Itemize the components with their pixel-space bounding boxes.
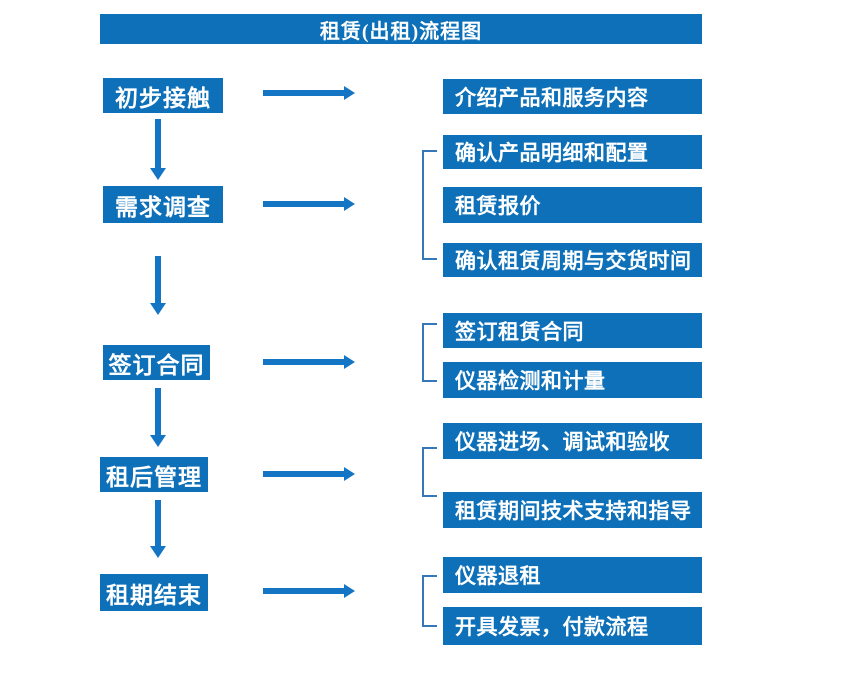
bracket-rental-end-group: [422, 575, 437, 627]
arrow-head: [344, 197, 355, 211]
detail-box-instrument-inspection: 仪器检测和计量: [443, 362, 702, 398]
step-box-post-rental-management: 租后管理: [100, 457, 208, 492]
arrow-head: [344, 86, 355, 100]
flow-title: 租赁(出租)流程图: [100, 14, 702, 44]
arrow-head: [150, 546, 166, 558]
arrow-shaft: [263, 588, 345, 594]
arrow-shaft: [263, 201, 345, 207]
down-arrow-icon-3: [150, 388, 166, 447]
right-arrow-icon-post-rental-management: [263, 467, 355, 481]
detail-box-rental-quote: 租赁报价: [443, 187, 702, 223]
arrow-shaft: [263, 359, 345, 365]
down-arrow-icon-2: [150, 256, 166, 315]
right-arrow-icon-demand-survey: [263, 197, 355, 211]
arrow-shaft: [155, 500, 161, 547]
step-box-demand-survey: 需求调查: [103, 186, 223, 223]
arrow-shaft: [155, 256, 161, 304]
arrow-head: [150, 168, 166, 180]
bracket-post-rental-group: [422, 447, 437, 497]
detail-box-intro-products-services: 介绍产品和服务内容: [443, 79, 702, 114]
step-box-rental-end: 租期结束: [100, 574, 208, 611]
arrow-shaft: [155, 119, 161, 169]
detail-box-tech-support: 租赁期间技术支持和指导: [443, 492, 702, 528]
arrow-shaft: [263, 471, 345, 477]
arrow-shaft: [263, 90, 345, 96]
arrow-head: [150, 303, 166, 315]
bracket-demand-survey-group: [422, 150, 437, 260]
detail-box-sign-rental-contract: 签订租赁合同: [443, 313, 702, 348]
arrow-shaft: [155, 388, 161, 436]
bracket-sign-contract-group: [422, 323, 437, 382]
down-arrow-icon-4: [150, 500, 166, 558]
detail-box-instrument-return: 仪器退租: [443, 557, 702, 593]
arrow-head: [150, 435, 166, 447]
right-arrow-icon-sign-contract: [263, 355, 355, 369]
arrow-head: [344, 467, 355, 481]
step-box-initial-contact: 初步接触: [103, 78, 223, 113]
arrow-head: [344, 584, 355, 598]
right-arrow-icon-initial-contact: [263, 86, 355, 100]
right-arrow-icon-rental-end: [263, 584, 355, 598]
arrow-head: [344, 355, 355, 369]
down-arrow-icon-1: [150, 119, 166, 180]
detail-box-confirm-product-config: 确认产品明细和配置: [443, 135, 702, 169]
step-box-sign-contract: 签订合同: [103, 345, 210, 380]
detail-box-instrument-setup-acceptance: 仪器进场、调试和验收: [443, 423, 702, 459]
detail-box-confirm-period-delivery: 确认租赁周期与交货时间: [443, 243, 702, 277]
detail-box-invoice-payment: 开具发票，付款流程: [443, 607, 702, 645]
